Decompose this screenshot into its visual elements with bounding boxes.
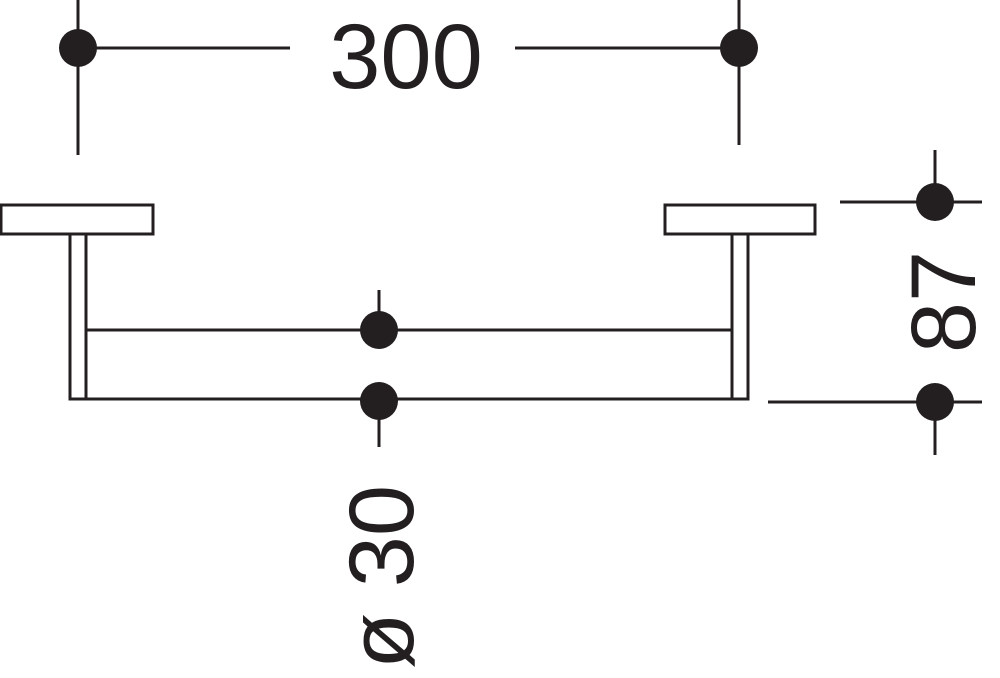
width-dimension-marker-left <box>59 29 97 67</box>
width-dimension-marker-right <box>720 29 758 67</box>
towel-rail <box>0 203 817 401</box>
height-dimension: 87 <box>768 150 995 455</box>
height-dimension-marker-top <box>916 183 954 221</box>
wall-plate-right <box>663 203 817 236</box>
support-arm-left <box>68 232 88 401</box>
diameter-dimension-label: ø 30 <box>331 485 433 669</box>
width-dimension: 300 <box>59 0 758 155</box>
diameter-marker-bottom <box>360 382 398 420</box>
wall-plate-left <box>0 203 155 236</box>
width-dimension-label: 300 <box>329 6 483 108</box>
support-arm-right <box>730 232 750 401</box>
diameter-dimension: ø 30 <box>331 290 433 669</box>
height-dimension-label: 87 <box>893 251 995 353</box>
height-dimension-marker-bottom <box>916 383 954 421</box>
diameter-marker-top <box>360 311 398 349</box>
